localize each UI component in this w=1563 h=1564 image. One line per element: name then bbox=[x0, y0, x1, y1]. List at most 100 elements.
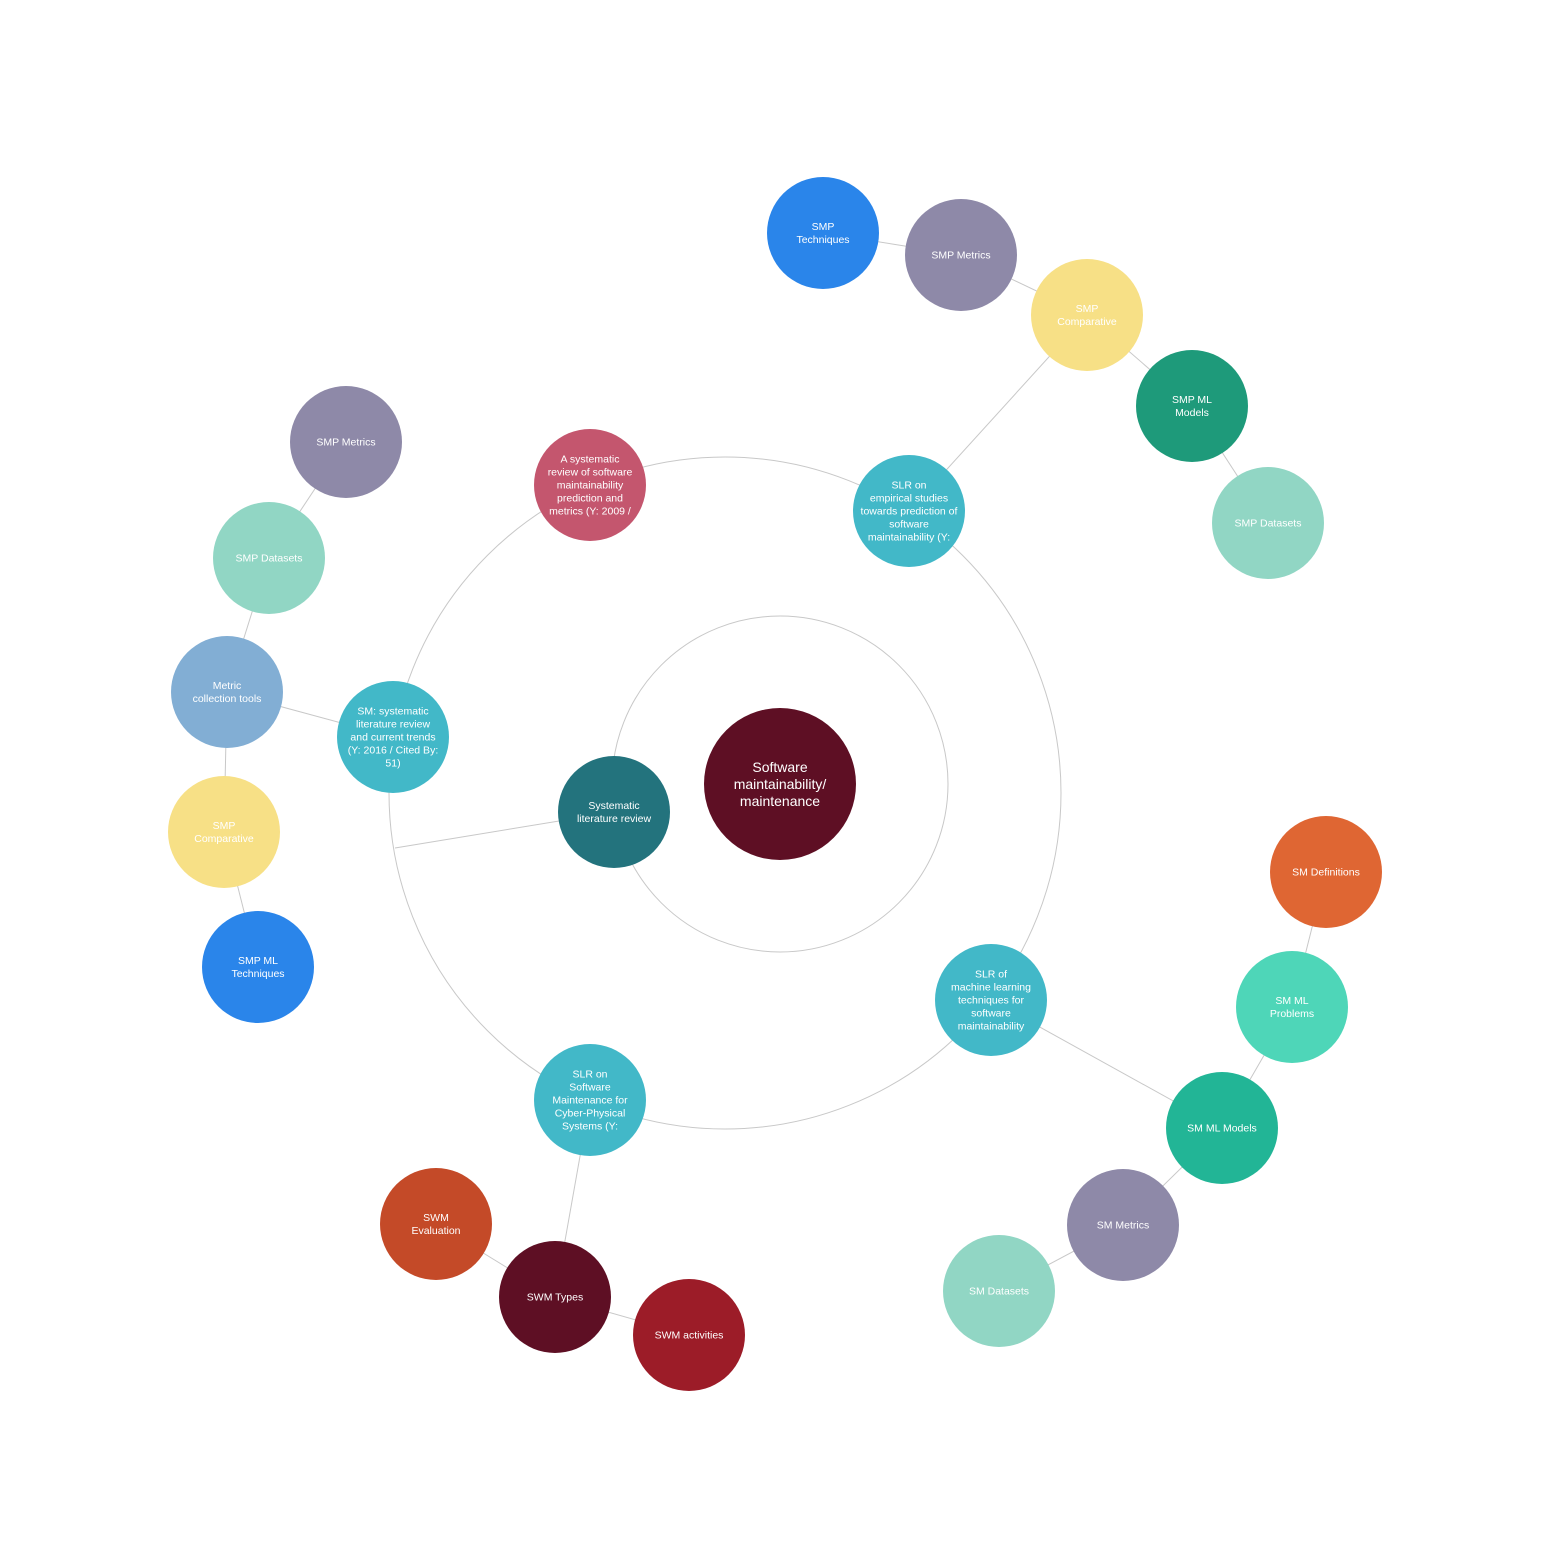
node-circle bbox=[633, 1279, 745, 1391]
node-label-line: Metric bbox=[213, 680, 242, 692]
node-label-line: review of software bbox=[548, 467, 633, 479]
node-circle bbox=[534, 429, 646, 541]
node-sm-ml-models[interactable]: SM ML Models bbox=[1166, 1072, 1278, 1184]
node-circle bbox=[704, 708, 856, 860]
outer-orbit-ring bbox=[388, 456, 1062, 1130]
node-label-line: SM: systematic bbox=[357, 706, 428, 718]
node-label-line: Maintenance for bbox=[552, 1095, 628, 1107]
node-label-line: SMP bbox=[812, 221, 835, 233]
node-label-line: A systematic bbox=[561, 454, 620, 466]
node-label-line: maintainability/ bbox=[734, 776, 827, 792]
node-circle bbox=[943, 1235, 1055, 1347]
node-label-line: (Y: 2016 / Cited By: bbox=[348, 745, 438, 757]
node-label-line: SLR on bbox=[572, 1069, 607, 1081]
node-label-line: literature review bbox=[577, 813, 652, 825]
node-label-line: maintainability (Y: bbox=[868, 532, 950, 544]
node-label-line: SLR of bbox=[975, 969, 1007, 981]
node-label-line: Problems bbox=[1270, 1008, 1314, 1020]
node-smp-metrics[interactable]: SMP Metrics bbox=[290, 386, 402, 498]
node-label-line: empirical studies bbox=[870, 493, 948, 505]
node-circle bbox=[905, 199, 1017, 311]
node-circle bbox=[534, 1044, 646, 1156]
node-label-line: collection tools bbox=[193, 693, 262, 705]
node-circle bbox=[380, 1168, 492, 1280]
node-circle bbox=[290, 386, 402, 498]
node-circle bbox=[1166, 1072, 1278, 1184]
node-label-line: SM Datasets bbox=[969, 1286, 1029, 1298]
node-label-line: SMP Datasets bbox=[1235, 518, 1302, 530]
node-swm-types[interactable]: SWM Types bbox=[499, 1241, 611, 1353]
node-label-line: prediction and bbox=[557, 493, 623, 505]
node-circle bbox=[1067, 1169, 1179, 1281]
node-label-line: SM ML Models bbox=[1187, 1123, 1257, 1135]
node-label-line: SMP Metrics bbox=[316, 437, 375, 449]
node-sm-metrics[interactable]: SM Metrics bbox=[1067, 1169, 1179, 1281]
node-label-line: towards prediction of bbox=[861, 506, 958, 518]
node-circle bbox=[558, 756, 670, 868]
node-label-line: maintainability bbox=[958, 1021, 1025, 1033]
node-circle bbox=[935, 944, 1047, 1056]
node-circle bbox=[1236, 951, 1348, 1063]
node-label-line: Techniques bbox=[231, 968, 284, 980]
node-label-line: SMP bbox=[1076, 303, 1099, 315]
node-label-line: SWM Types bbox=[527, 1292, 583, 1304]
node-swm-activities[interactable]: SWM activities bbox=[633, 1279, 745, 1391]
node-label-line: maintenance bbox=[740, 793, 820, 809]
node-label-line: software bbox=[889, 519, 929, 531]
node-circle bbox=[853, 455, 965, 567]
node-layer: Softwaremaintainability/maintenanceSyste… bbox=[168, 177, 1382, 1391]
node-label-line: Comparative bbox=[194, 833, 254, 845]
node-sm-definitions[interactable]: SM Definitions bbox=[1270, 816, 1382, 928]
node-sm-datasets[interactable]: SM Datasets bbox=[943, 1235, 1055, 1347]
node-label-line: SMP ML bbox=[1172, 394, 1212, 406]
node-label-line: Techniques bbox=[796, 234, 849, 246]
node-label-line: Models bbox=[1175, 407, 1209, 419]
node-label-line: Systematic bbox=[588, 800, 639, 812]
node-label-line: SM Metrics bbox=[1097, 1220, 1150, 1232]
node-label-line: SM ML bbox=[1275, 995, 1308, 1007]
node-label-line: literature review bbox=[356, 719, 431, 731]
node-smp-datasets[interactable]: SMP Datasets bbox=[1212, 467, 1324, 579]
node-smp-datasets[interactable]: SMP Datasets bbox=[213, 502, 325, 614]
node-label-line: Software bbox=[752, 759, 807, 775]
node-label-line: SMP ML bbox=[238, 955, 278, 967]
node-label-line: SMP Datasets bbox=[236, 553, 303, 565]
node-label-line: machine learning bbox=[951, 982, 1031, 994]
node-label-line: SWM activities bbox=[655, 1330, 724, 1342]
node-circle bbox=[1136, 350, 1248, 462]
node-circle bbox=[168, 776, 280, 888]
node-label-line: Cyber-Physical bbox=[555, 1108, 626, 1120]
node-label-line: metrics (Y: 2009 / bbox=[549, 506, 631, 518]
node-circle bbox=[171, 636, 283, 748]
node-circle bbox=[767, 177, 879, 289]
node-label-line: Evaluation bbox=[411, 1225, 460, 1237]
node-circle bbox=[1212, 467, 1324, 579]
node-circle bbox=[1270, 816, 1382, 928]
node-label-line: software bbox=[971, 1008, 1011, 1020]
node-circle bbox=[337, 681, 449, 793]
node-label-line: SM Definitions bbox=[1292, 867, 1360, 879]
node-label-line: SMP bbox=[213, 820, 236, 832]
node-circle bbox=[1031, 259, 1143, 371]
node-label-line: SWM bbox=[423, 1212, 449, 1224]
node-circle bbox=[499, 1241, 611, 1353]
node-label-line: techniques for bbox=[958, 995, 1024, 1007]
node-label-line: SMP Metrics bbox=[931, 250, 990, 262]
node-smp-metrics[interactable]: SMP Metrics bbox=[905, 199, 1017, 311]
